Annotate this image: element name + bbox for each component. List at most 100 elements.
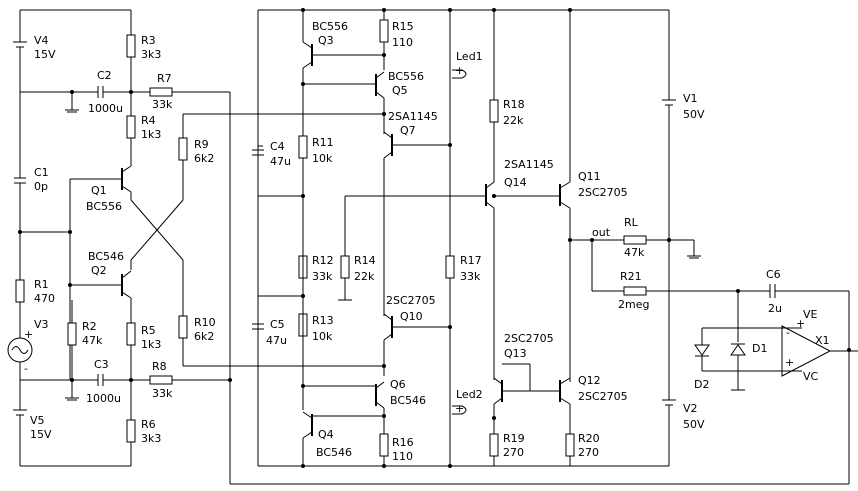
resistor-r4-body [126,115,136,139]
label-q7-value: 2SA1145 [388,110,438,123]
label-r18-value: 22k [503,114,524,127]
polarity-plus-led2: + [455,402,464,415]
label-v4-value: 15V [34,48,56,61]
polarity-plus-led1: + [455,64,464,77]
label-r3-value: 3k3 [141,48,161,61]
label-c1-value: 0p [34,180,48,193]
transistor-q10-symbol [383,313,393,341]
label-r10-value: 6k2 [194,330,214,343]
resistor-r16-body [379,433,389,457]
resistor-r8-body [149,375,173,385]
label-d1-name: D1 [752,342,767,355]
label-r17-name: R17 [460,254,482,267]
label-r1-name: R1 [34,278,49,291]
opamp-minus-input: - [786,326,790,339]
label-r21-name: R21 [620,270,642,283]
transistor-q7-symbol [383,131,393,159]
label-q1-name: Q1 [91,184,107,197]
label-c1-name: C1 [34,166,49,179]
label-c4-value: 47u [270,155,291,168]
label-r8-name: R8 [152,360,167,373]
label-v4-name: V4 [34,34,49,47]
label-q6-value: BC546 [390,394,426,407]
label-q2-value: BC546 [88,250,124,263]
label-r9-value: 6k2 [194,152,214,165]
label-r5-name: R5 [141,324,156,337]
label-r4-name: R4 [141,114,156,127]
label-q13-value: 2SC2705 [504,332,554,345]
label-r18-name: R18 [503,98,525,111]
resistor-r9-body [178,137,188,161]
label-q10-value: 2SC2705 [386,294,436,307]
net-label-ve: VE [803,308,818,321]
label-q3-name: Q3 [318,34,334,47]
label-r9-name: R9 [194,138,209,151]
label-c5-name: C5 [270,318,285,331]
label-c3-value: 1000u [86,392,121,405]
resistor-r18-body [489,99,499,123]
label-c6-value: 2u [768,302,782,315]
label-r15-name: R15 [392,20,414,33]
label-r10-name: R10 [194,316,216,329]
resistor-r3-body [126,34,136,58]
label-q11-name: Q11 [578,170,601,183]
label-q3-value: BC556 [312,20,348,33]
label-q5-name: Q5 [392,84,408,97]
transistor-q3-symbol [302,41,313,69]
label-c5-value: 47u [266,334,287,347]
label-r14-name: R14 [354,254,376,267]
label-r4-value: 1k3 [141,128,161,141]
label-q1-value: BC556 [86,200,122,213]
label-v2-value: 50V [683,418,705,431]
label-q6-name: Q6 [390,378,406,391]
label-q7-name: Q7 [400,124,416,137]
label-q5-value: BC556 [388,70,424,83]
resistor-r1-body [15,279,25,303]
label-r13-name: R13 [312,314,334,327]
label-v2-name: V2 [683,402,698,415]
label-x1-name: X1 [815,334,830,347]
label-r19-value: 270 [503,446,524,459]
label-d2-name: D2 [694,378,709,391]
label-led1-name: Led1 [456,50,483,63]
label-r15-value: 110 [392,36,413,49]
battery-v4-symbol [13,10,27,172]
label-q4-value: BC546 [316,446,352,459]
resistor-r6-body [126,419,136,443]
label-r8-value: 33k [152,387,173,400]
label-r6-name: R6 [141,418,156,431]
resistor-r5-body [126,322,136,346]
label-r13-value: 10k [312,330,333,343]
diode-d2-symbol [694,344,710,356]
led2-symbol [452,405,467,415]
label-led2-name: Led2 [456,388,483,401]
resistor-r14-body [340,255,350,279]
label-q4-name: Q4 [318,428,334,441]
label-r2-name: R2 [82,320,97,333]
polarity-minus-v3: - [24,362,28,375]
label-r12-value: 33k [312,270,333,283]
label-r21-value: 2meg [618,298,649,311]
resistor-r11-body [298,135,308,159]
label-r11-name: R11 [312,136,334,149]
label-r14-value: 22k [354,270,375,283]
label-q2-name: Q2 [91,264,107,277]
led1-symbol [452,69,467,79]
resistor-rl-body [623,235,647,245]
transistor-q6-symbol [375,381,385,409]
resistor-r21-body [623,286,647,296]
label-r6-value: 3k3 [141,432,161,445]
resistor-r7-body [149,87,173,97]
label-c4-name: C4 [270,140,285,153]
transistor-q13-symbol [493,377,503,405]
net-label-vc: VC [803,370,819,383]
label-q11-value: 2SC2705 [578,186,628,199]
label-r7-value: 33k [152,98,173,111]
label-r16-value: 110 [392,450,413,463]
label-c2-value: 1000u [88,102,123,115]
label-v5-name: V5 [30,414,45,427]
resistor-r19-body [489,433,499,457]
resistor-r17-body [445,255,455,279]
transistor-q11-symbol [559,181,571,209]
